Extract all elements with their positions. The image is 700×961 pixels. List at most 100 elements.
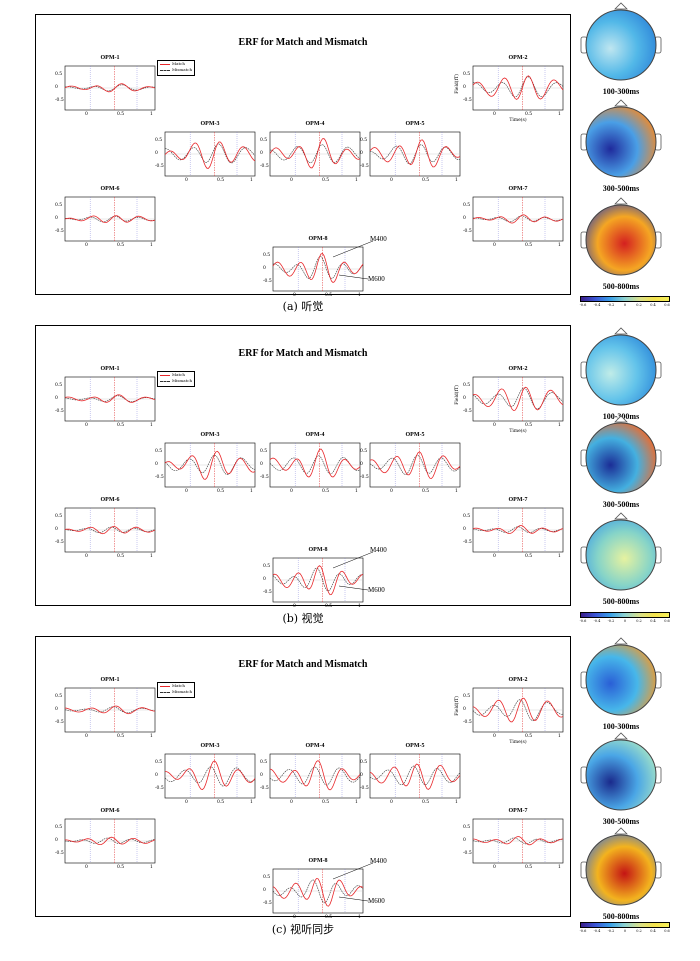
match-trace (272, 253, 364, 283)
x-tick-label: 1 (558, 865, 561, 870)
caption-b: (b) 视觉 (282, 612, 324, 625)
x-tick-label: 0 (85, 243, 88, 248)
y-tick-label: 0 (463, 396, 466, 401)
x-tick-label: 0 (493, 112, 496, 117)
y-tick-label: -0.5 (55, 540, 64, 545)
y-tick-label: 0 (263, 888, 266, 893)
y-tick-label: 0.5 (55, 72, 63, 77)
legend-swatch (160, 70, 170, 71)
mismatch-trace (472, 699, 564, 722)
x-tick-label: 0 (293, 915, 296, 920)
colorbar-tick-label: 0.2 (636, 619, 642, 623)
y-tick-label: 0.5 (55, 694, 63, 699)
x-axis-label: Time(s) (509, 118, 527, 123)
x-tick-label: 0.5 (525, 734, 533, 739)
y-tick-label: 0 (463, 85, 466, 90)
y-axis-label: Field(fT) (455, 385, 460, 405)
head-map (580, 197, 662, 276)
y-tick-label: 0 (360, 151, 363, 156)
x-tick-label: 0 (185, 800, 188, 805)
colorbar-tick-label: 0 (623, 619, 627, 623)
opm-label: OPM-5 (405, 121, 425, 127)
x-tick-label: 0.5 (422, 178, 430, 183)
x-tick-label: 0 (290, 800, 293, 805)
x-tick-label: 1 (358, 604, 361, 609)
match-trace (272, 565, 364, 596)
match-trace (269, 760, 361, 791)
opm-plot (64, 687, 156, 733)
opm-plot (472, 196, 564, 242)
mismatch-trace (269, 455, 361, 475)
y-tick-label: -0.5 (55, 720, 64, 725)
head-map (580, 637, 662, 716)
y-tick-label: 0 (155, 773, 158, 778)
topomap-label: 300-500ms (602, 500, 640, 509)
opm-plot (272, 551, 374, 603)
match-trace (369, 451, 461, 479)
x-tick-label: 0.5 (525, 423, 533, 428)
x-tick-label: 0.5 (525, 243, 533, 248)
y-tick-label: 0 (55, 216, 58, 221)
nose (614, 827, 628, 835)
opm-label: OPM-5 (405, 743, 425, 749)
mismatch-trace (64, 526, 156, 534)
y-tick-label: 0 (260, 773, 263, 778)
match-trace (269, 448, 361, 478)
topomap-label: 300-500ms (602, 184, 640, 193)
x-tick-label: 0.5 (117, 554, 125, 559)
nose (614, 2, 628, 10)
x-tick-label: 1 (250, 489, 253, 494)
y-tick-label: 0 (463, 527, 466, 532)
y-tick-label: 0 (463, 707, 466, 712)
x-tick-label: 0.5 (325, 604, 333, 609)
scalp (585, 334, 657, 406)
y-tick-label: 0.5 (263, 253, 271, 258)
arrow (332, 862, 374, 880)
y-tick-label: -0.5 (463, 720, 472, 725)
y-tick-label: 0 (463, 838, 466, 843)
y-tick-label: -0.5 (360, 475, 369, 480)
x-tick-label: 0 (493, 865, 496, 870)
y-tick-label: -0.5 (463, 409, 472, 414)
mismatch-trace (272, 879, 364, 904)
colorbar-gradient (580, 296, 670, 302)
colorbar-tick-label: 0.2 (636, 929, 642, 933)
legend-entry: Mismatch (158, 689, 194, 695)
y-tick-label: -0.5 (260, 786, 269, 791)
topomap-label: 500-800ms (602, 282, 640, 291)
y-tick-label: 0.5 (463, 383, 471, 388)
x-tick-label: 0.5 (217, 178, 225, 183)
x-tick-label: 0 (493, 734, 496, 739)
opm-plot (64, 507, 156, 553)
x-tick-label: 0.5 (217, 489, 225, 494)
match-trace (64, 394, 156, 403)
head-map (580, 2, 662, 81)
scalp (585, 519, 657, 591)
x-tick-label: 1 (250, 178, 253, 183)
legend-text: Match (172, 372, 185, 377)
match-trace (472, 525, 564, 535)
legend-text: Mismatch (172, 689, 193, 694)
opm-plot (64, 65, 156, 111)
match-trace (472, 386, 564, 411)
x-tick-label: 0.5 (322, 800, 330, 805)
y-tick-label: -0.5 (155, 786, 164, 791)
head-map (580, 732, 662, 811)
mismatch-trace (370, 144, 461, 165)
legend-text: Mismatch (172, 378, 193, 383)
colorbar-gradient (580, 612, 670, 618)
topomap: 300-500ms (578, 732, 664, 826)
x-tick-label: 1 (455, 178, 458, 183)
mismatch-trace (64, 837, 156, 844)
panel-title: ERF for Match and Mismatch (238, 659, 368, 670)
y-tick-label: -0.5 (155, 475, 164, 480)
arrow (338, 274, 369, 280)
